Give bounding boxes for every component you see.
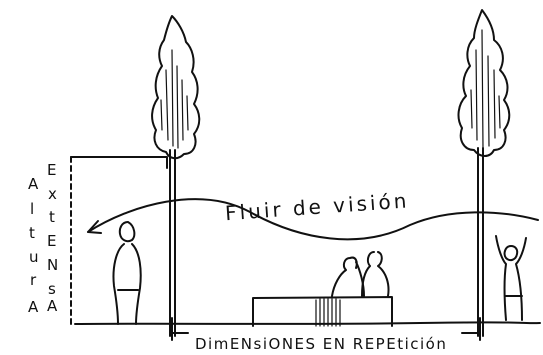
bench-top [252,296,393,327]
person-right-head [503,245,519,262]
right-tree-canopy [457,9,511,157]
extensa-letter: A [47,297,58,315]
extensa-letter: t [49,208,55,226]
seated-person-1 [331,256,365,297]
altura-letter: u [29,248,39,266]
height-top-line [70,156,168,169]
right-tree [457,9,511,337]
seated-people [331,251,390,297]
person-right-body [495,235,527,321]
extensa-letter: s [48,280,56,298]
altura-letter: l [30,200,34,218]
extensa-letter: N [47,256,58,274]
altura-label: A l t u r A [28,175,39,316]
person-left [112,221,142,325]
right-tree-trunk [477,147,484,337]
person-left-body [112,243,142,325]
right-tree-hatching [470,29,501,149]
seated-person-2 [361,251,390,297]
dimensions-label: DimENsiONES EN REPEtición [195,335,447,353]
extensa-label: E x t E N s A [47,161,58,315]
vision-flow-arrowhead [87,220,102,234]
altura-letter: r [30,271,37,289]
altura-letter: t [29,224,35,242]
left-tree-hatching [160,49,189,149]
bench [252,296,393,327]
left-tree [151,15,201,337]
person-right [495,235,527,321]
ground-line [74,321,541,325]
person-left-head [118,221,136,243]
vision-flow-label: Fluir de visión [224,188,410,225]
altura-letter: A [28,175,39,193]
left-tree-canopy [151,15,201,160]
left-tree-trunk [169,149,176,337]
extensa-letter: E [47,161,56,179]
extensa-letter: x [48,185,57,203]
altura-letter: A [28,298,39,316]
extensa-letter: E [47,232,56,250]
vision-flow-curve [87,198,539,241]
bench-shadow-hatching [315,298,341,327]
